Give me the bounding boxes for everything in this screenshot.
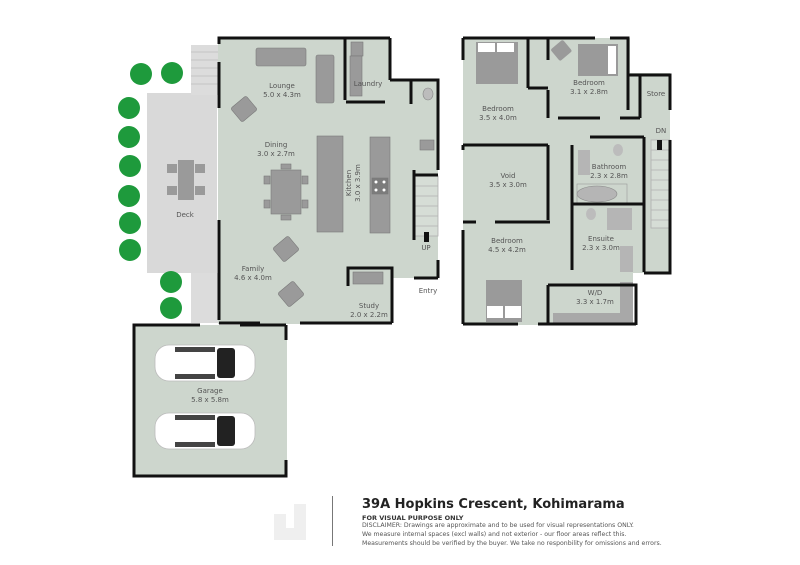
room-label-bedroom-3: Bedroom	[491, 237, 523, 245]
room-size-study: 2.0 x 2.2m	[350, 311, 388, 319]
disclaimer-line: DISCLAIMER: Drawings are approximate and…	[362, 522, 634, 529]
room-label-laundry: Laundry	[354, 80, 383, 88]
room-label-bedroom-2: Bedroom	[573, 79, 605, 87]
visual-purpose-note: FOR VISUAL PURPOSE ONLY	[362, 514, 464, 522]
armchair-icon	[231, 96, 257, 122]
tree-icon	[118, 126, 140, 148]
disclaimer: DISCLAIMER: Drawings are approximate and…	[362, 522, 722, 548]
deck	[147, 45, 218, 323]
toilet-icon	[586, 208, 596, 220]
vanity-icon	[578, 150, 590, 175]
room-label-family: Family	[242, 265, 265, 273]
room-size-ensuite: 2.3 x 3.0m	[582, 244, 620, 252]
room-size-bathroom: 2.3 x 2.8m	[590, 172, 628, 180]
armchair-icon	[278, 281, 304, 307]
vanity-icon	[620, 246, 633, 272]
toilet-icon	[422, 87, 434, 101]
stairs-down	[650, 139, 671, 229]
tree-icon	[119, 239, 141, 261]
desk-icon	[352, 271, 384, 285]
room-label-study: Study	[359, 302, 379, 310]
room-size-garage: 5.8 x 5.8m	[191, 396, 229, 404]
tree-icon	[161, 62, 183, 84]
room-size-void: 3.5 x 3.0m	[489, 181, 527, 189]
sofa-icon	[315, 54, 335, 104]
tree-icon	[119, 212, 141, 234]
room-size-bedroom-2: 3.1 x 2.8m	[570, 88, 608, 96]
room-labels: Lounge 5.0 x 4.3m Laundry Dining 3.0 x 2…	[176, 79, 666, 404]
room-size-lounge: 5.0 x 4.3m	[263, 91, 301, 99]
armchair-icon	[273, 236, 299, 262]
trees	[118, 62, 183, 319]
first-floor-walls	[461, 36, 672, 326]
armchair-icon	[551, 40, 572, 61]
furniture	[231, 41, 435, 307]
shower-icon	[607, 208, 632, 230]
toilet-icon	[613, 144, 623, 156]
room-label-kitchen: Kitchen	[345, 170, 353, 196]
tree-icon	[119, 155, 141, 177]
property-address: 39A Hopkins Crescent, Kohimarama	[362, 497, 625, 512]
room-size-bedroom-1: 3.5 x 4.0m	[479, 114, 517, 122]
disclaimer-line: We measure internal spaces (excl walls) …	[362, 530, 627, 538]
room-label-ensuite: Ensuite	[588, 235, 614, 243]
ground-floor-walls	[217, 36, 440, 325]
room-size-bedroom-3: 4.5 x 4.2m	[488, 246, 526, 254]
kitchen-island-icon	[316, 135, 344, 233]
washer-icon	[350, 41, 364, 57]
room-label-dining: Dining	[265, 141, 288, 149]
first-floor-furniture	[476, 40, 633, 323]
tree-icon	[118, 185, 140, 207]
tree-icon	[160, 271, 182, 293]
stairs-up	[414, 175, 439, 237]
room-size-dining: 3.0 x 2.7m	[257, 150, 295, 158]
car-icon	[154, 344, 256, 382]
room-label-store: Store	[647, 90, 666, 98]
car-icon	[154, 412, 256, 450]
entry-label: Entry	[419, 287, 438, 295]
room-label-lounge: Lounge	[269, 82, 295, 90]
room-label-void: Void	[501, 172, 516, 180]
room-label-deck: Deck	[176, 211, 195, 219]
tree-icon	[118, 97, 140, 119]
room-size-family: 4.6 x 4.0m	[234, 274, 272, 282]
stairs-up-label: UP	[421, 244, 430, 252]
disclaimer-line: Measurements should be verified by the b…	[362, 539, 662, 547]
room-label-wd: W/D	[588, 289, 603, 297]
logo-icon	[272, 500, 312, 547]
cooktop-icon	[371, 177, 389, 195]
dining-table-icon	[270, 169, 302, 215]
stairs-down-label: DN	[656, 127, 667, 135]
tree-icon	[160, 297, 182, 319]
room-size-kitchen: 3.0 x 3.9m	[354, 164, 362, 202]
room-label-garage: Garage	[197, 387, 223, 395]
sink-icon	[419, 139, 435, 151]
wardrobe-icon	[553, 313, 633, 323]
divider	[332, 496, 333, 546]
tree-icon	[130, 63, 152, 85]
sofa-icon	[255, 47, 307, 67]
room-size-wd: 3.3 x 1.7m	[576, 298, 614, 306]
garage-walls	[132, 323, 288, 478]
room-label-bathroom: Bathroom	[592, 163, 627, 171]
room-label-bedroom-1: Bedroom	[482, 105, 514, 113]
bathtub-icon	[576, 185, 618, 203]
outdoor-table-icon	[167, 160, 205, 200]
